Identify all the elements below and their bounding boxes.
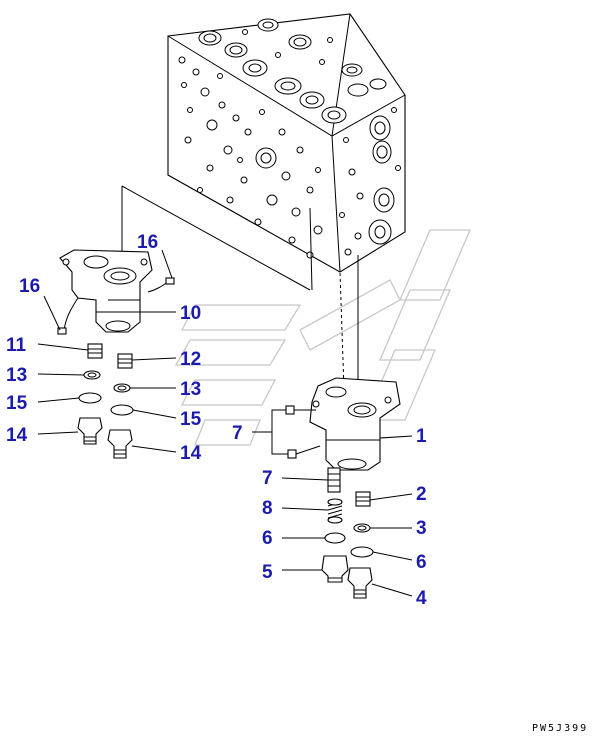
callout-2: 2 [416, 484, 427, 505]
assembly-lines [121, 185, 359, 391]
callout-4: 4 [416, 588, 427, 609]
callout-15-right: 15 [180, 409, 202, 430]
callout-6-right: 6 [416, 552, 427, 573]
callout-15-left: 15 [6, 393, 28, 414]
callouts: 16 16 10 11 12 13 13 15 15 14 14 7 1 7 8… [6, 232, 427, 609]
callout-12: 12 [180, 349, 201, 370]
callout-14-right: 14 [180, 443, 202, 464]
leader-lines [37, 249, 413, 597]
drawing-code: PW5J399 [532, 723, 588, 734]
callout-3: 3 [416, 518, 427, 539]
left-parts [77, 343, 134, 459]
valve-assembly-right [309, 377, 401, 471]
callout-13-left: 13 [6, 365, 27, 386]
callout-7: 7 [232, 423, 243, 444]
right-parts [321, 467, 374, 599]
callout-8: 7 [262, 468, 273, 489]
solenoid-valve-left [57, 249, 175, 335]
callout-10: 10 [180, 303, 201, 324]
callout-6-left: 6 [262, 528, 273, 549]
watermark-logo [174, 229, 471, 446]
callout-9: 8 [262, 498, 273, 519]
callout-16-left: 16 [19, 276, 40, 297]
main-valve-block [167, 13, 406, 273]
callout-13-right: 13 [180, 379, 201, 400]
callout-16-top: 16 [137, 232, 158, 253]
callout-5: 5 [262, 562, 273, 583]
callout-14-left: 14 [6, 425, 28, 446]
callout-1: 1 [416, 426, 427, 447]
callout-11: 11 [6, 335, 27, 356]
